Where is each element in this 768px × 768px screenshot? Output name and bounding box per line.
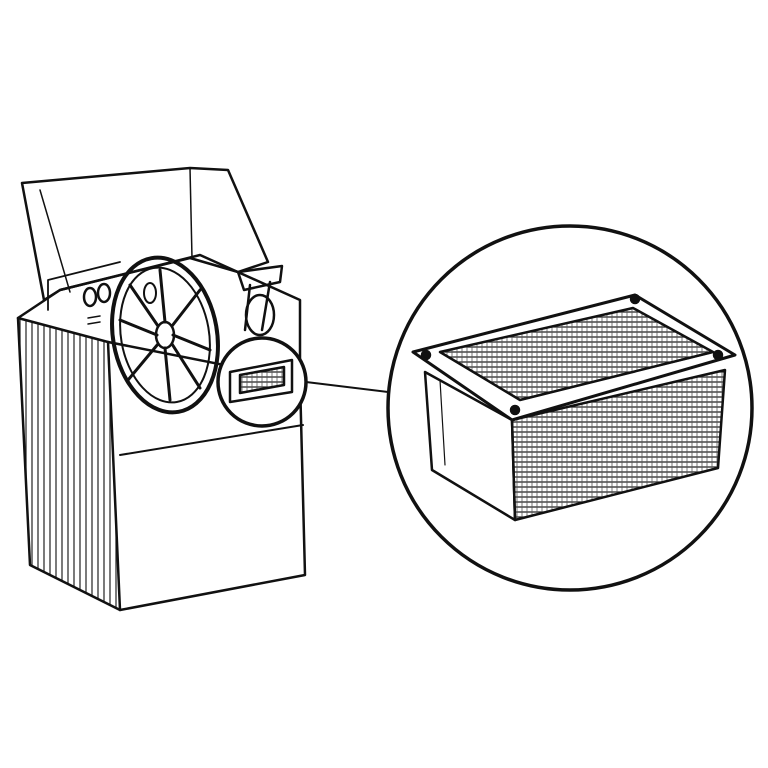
steering-wheel: [110, 255, 220, 415]
dash-top: [16, 253, 302, 382]
helm-console: [16, 166, 307, 612]
callout-line: [305, 381, 389, 393]
vent-box-front: [510, 368, 727, 522]
windscreen: [20, 166, 270, 302]
throttle-lever: [236, 264, 284, 337]
vent-flange: [411, 293, 737, 422]
magnifier-callout: [386, 224, 754, 592]
console-front: [106, 340, 307, 612]
console-body-side: [16, 316, 122, 612]
vent-detail-small: [216, 336, 308, 428]
